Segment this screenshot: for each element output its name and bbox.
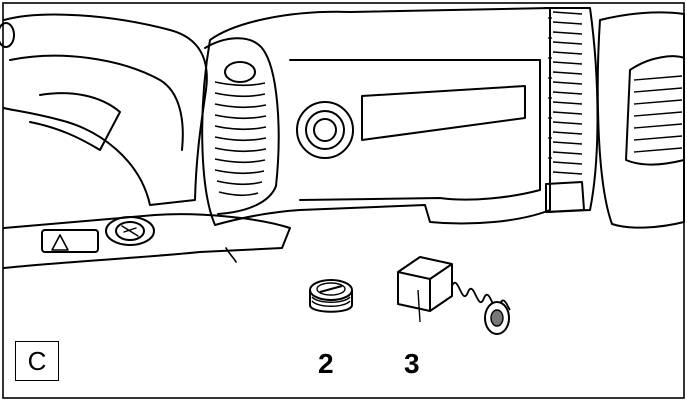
right-vent-grille [548, 11, 583, 175]
housing-left-bulge [204, 37, 280, 215]
switch-button-inner [115, 221, 145, 241]
brush-holder-port-outer [296, 101, 354, 159]
handle-inner-contour [9, 54, 184, 151]
motor-housing-outline [201, 7, 551, 226]
rear-vent-grille [633, 75, 683, 153]
housing-front-contour [289, 59, 541, 201]
switch-button-outer [105, 216, 155, 246]
warning-triangle-icon [51, 234, 69, 251]
base-strip [3, 213, 291, 269]
brush-holder-port-core [313, 118, 337, 142]
warning-label [41, 229, 99, 253]
rear-housing-outline [596, 11, 685, 229]
callout-label: 2 [318, 348, 334, 379]
brush-block [397, 256, 453, 312]
right-housing-outline [544, 7, 599, 213]
handle-hole [0, 22, 15, 48]
brush-holder-port-inner [305, 110, 345, 150]
left-vent-grille [214, 81, 267, 197]
housing-recess [361, 85, 526, 141]
panel-label: C [15, 341, 59, 381]
rear-vent-frame [625, 55, 685, 166]
callout-label: 3 [404, 348, 420, 379]
housing-knob [224, 61, 256, 83]
lower-tab [545, 181, 585, 213]
brush-spring [451, 282, 511, 311]
brush-cap [309, 279, 353, 313]
handle-outline [3, 13, 208, 206]
carbon-brush [397, 256, 511, 335]
cap-slot [319, 284, 343, 294]
cord-stub [225, 247, 237, 263]
trigger-outline [29, 92, 121, 151]
